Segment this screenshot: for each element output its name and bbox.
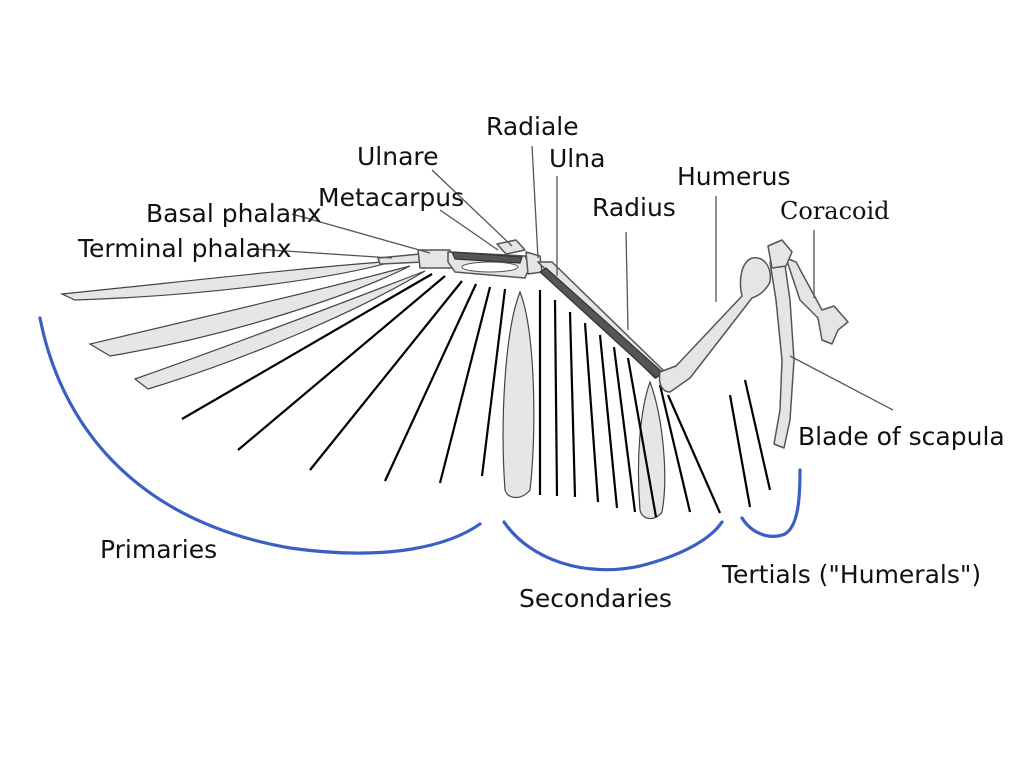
primary-shafts [181, 273, 507, 484]
primary-shaft [438, 286, 492, 484]
basal-phalanx-bone [417, 249, 453, 269]
primary-feather-2 [88, 265, 411, 357]
secondary-shaft [568, 311, 577, 498]
leader-radius [625, 231, 629, 331]
secondary-shaft [658, 384, 692, 513]
label-ulnare: Ulnare [357, 142, 439, 171]
leader-ulnare [431, 169, 513, 247]
wing-skeleton [377, 239, 849, 449]
primary-feathers [59, 260, 426, 390]
secondary-feather-1 [502, 290, 535, 499]
secondary-shaft [553, 299, 559, 497]
tertials-bracket [740, 468, 802, 538]
secondary-shaft [666, 394, 722, 514]
label-coracoid: Coracoid [780, 197, 890, 225]
leader-metacarpus [439, 209, 499, 251]
primary-shaft [480, 288, 507, 477]
scapula-bone [769, 257, 795, 449]
primary-feather-3 [133, 270, 426, 390]
label-metacarpus: Metacarpus [318, 183, 464, 212]
secondary-shaft [583, 322, 600, 503]
coracoid-bone [785, 257, 849, 345]
label-secondaries: Secondaries [519, 584, 672, 613]
label-ulna: Ulna [549, 144, 605, 173]
tertial-shaft [743, 379, 772, 491]
primary-shaft [309, 280, 463, 471]
radius-bone [539, 267, 663, 379]
metacarpus-gap [461, 261, 519, 273]
leader-radiale [531, 145, 539, 259]
label-basal-phalanx: Basal phalanx [146, 199, 322, 228]
secondary-shafts [538, 290, 722, 518]
leader-terminal-phalanx [254, 248, 393, 259]
primaries-bracket [38, 316, 482, 555]
secondary-shaft [626, 357, 658, 518]
group-brackets [38, 316, 802, 572]
labels: Radiale Ulnare Ulna Humerus Metacarpus R… [77, 112, 1005, 613]
label-terminal-phalanx: Terminal phalanx [77, 234, 292, 263]
label-tertials: Tertials ("Humerals") [721, 560, 981, 589]
secondaries-bracket [502, 520, 724, 572]
humerus-bone [658, 257, 772, 393]
ulnare-bone [496, 239, 526, 255]
primary-shaft [384, 283, 477, 482]
primary-shaft [181, 273, 433, 420]
label-primaries: Primaries [100, 535, 217, 564]
metacarpus-dark [451, 251, 523, 264]
leader-blade-of-scapula [789, 355, 894, 411]
tertial-shafts [728, 379, 772, 508]
secondary-shaft [598, 334, 619, 509]
secondary-feathers [502, 290, 666, 520]
label-radiale: Radiale [486, 112, 579, 141]
terminal-phalanx-bone [377, 253, 424, 265]
scapula-head [767, 239, 793, 269]
tertial-shaft [728, 394, 752, 508]
leader-lines [254, 145, 894, 411]
label-blade-of-scapula: Blade of scapula [798, 422, 1005, 451]
secondary-shaft [612, 346, 637, 513]
primary-shaft [237, 275, 446, 451]
label-humerus: Humerus [677, 162, 791, 191]
leader-basal-phalanx [291, 213, 431, 254]
label-radius: Radius [592, 193, 676, 222]
